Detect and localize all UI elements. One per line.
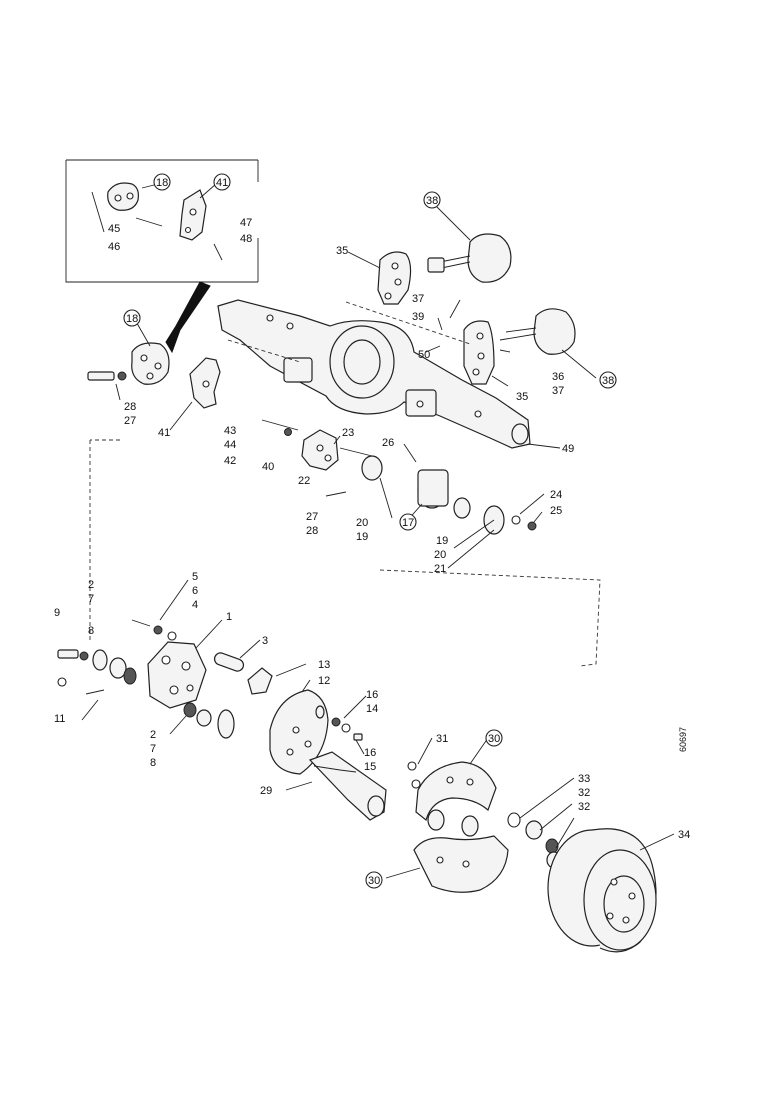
callout-1: 1	[226, 611, 232, 623]
guide-dashed-frame	[89, 439, 601, 667]
callout-38-top: 38	[426, 195, 438, 207]
callout-28-mid: 28	[306, 525, 318, 537]
callout-40: 40	[262, 461, 274, 473]
callout-7-bottom: 7	[150, 743, 156, 755]
callout-21-right: 21	[434, 563, 446, 575]
brake-drum	[547, 828, 657, 953]
inset-detail-box	[65, 159, 259, 283]
callout-9: 9	[54, 607, 60, 619]
callout-42: 42	[224, 455, 236, 467]
callout-2-bottom: 2	[150, 729, 156, 741]
inset-bracket-part	[107, 182, 139, 211]
right-bracket-plate	[463, 320, 495, 385]
inset-lever-part	[179, 189, 207, 241]
callout-41: 41	[158, 427, 170, 439]
small-fasteners	[131, 619, 177, 641]
brake-chamber-right	[499, 308, 576, 355]
callout-15: 15	[364, 761, 376, 773]
callout-35-right: 35	[516, 391, 528, 403]
top-bracket-plate	[377, 251, 412, 305]
part-reference-code: 60697	[678, 727, 688, 752]
callout-labels: 18 41 45 46 47 48 38 35 37 39 50 36 37 3…	[54, 177, 690, 887]
callout-20-right: 20	[434, 549, 446, 561]
callout-5: 5	[192, 571, 198, 583]
callout-39: 39	[412, 311, 424, 323]
callout-24: 24	[550, 489, 562, 501]
callout-35-top: 35	[336, 245, 348, 257]
callout-36: 36	[552, 371, 564, 383]
callout-17: 17	[402, 517, 414, 529]
dust-shield	[269, 689, 329, 775]
callout-4: 4	[192, 599, 198, 611]
callout-16-top: 16	[366, 689, 378, 701]
camshaft-bracket	[261, 419, 373, 471]
callout-44: 44	[224, 439, 236, 451]
axle-housing	[217, 299, 531, 449]
callout-8-bottom: 8	[150, 757, 156, 769]
callout-8-top: 8	[88, 625, 94, 637]
callout-12: 12	[318, 675, 330, 687]
brake-shoe-upper	[415, 761, 497, 837]
callout-47: 47	[240, 217, 252, 229]
bushing-assembly	[325, 455, 537, 535]
callout-33: 33	[578, 773, 590, 785]
callout-22: 22	[298, 475, 310, 487]
leader-lines	[81, 183, 675, 879]
callout-30-bottom: 30	[368, 875, 380, 887]
callout-37-a: 37	[412, 293, 424, 305]
guide-dashed-axle	[227, 301, 471, 363]
shield-bolts	[331, 717, 363, 741]
callout-14: 14	[366, 703, 378, 715]
callout-11: 11	[54, 713, 65, 725]
roller-part	[247, 667, 273, 695]
callout-49: 49	[562, 443, 574, 455]
callout-41-inset: 41	[216, 177, 228, 189]
callout-38-right: 38	[602, 375, 614, 387]
inset-pointer-arrow	[165, 281, 211, 354]
callout-46: 46	[108, 241, 120, 253]
callout-18-inset: 18	[156, 177, 168, 189]
callout-25: 25	[550, 505, 562, 517]
callout-26: 26	[382, 437, 394, 449]
callout-13: 13	[318, 659, 330, 671]
callout-20-mid: 20	[356, 517, 368, 529]
callout-23: 23	[342, 427, 354, 439]
callout-48: 48	[240, 233, 252, 245]
brake-camshaft	[308, 751, 387, 821]
callout-16-bottom: 16	[364, 747, 376, 759]
callout-18: 18	[126, 313, 138, 325]
callout-2-top: 2	[88, 579, 94, 591]
callout-27-left: 27	[124, 415, 136, 427]
callout-19-right: 19	[436, 535, 448, 547]
callout-29: 29	[260, 785, 272, 797]
brake-anchor-plate	[147, 641, 207, 709]
callout-27-mid: 27	[306, 511, 318, 523]
callout-3: 3	[262, 635, 268, 647]
lower-washer-stack	[183, 702, 235, 739]
callout-37-b: 37	[552, 385, 564, 397]
callout-circles	[123, 173, 617, 889]
left-washer-stack	[57, 649, 137, 695]
callout-32-b: 32	[578, 801, 590, 813]
callout-45: 45	[108, 223, 120, 235]
left-bracket-part	[87, 342, 170, 385]
callout-28-left: 28	[124, 401, 136, 413]
callout-7-top: 7	[88, 593, 94, 605]
anchor-pin	[213, 652, 245, 672]
brake-chamber-top	[427, 233, 512, 283]
callout-31: 31	[436, 733, 448, 745]
callout-43: 43	[224, 425, 236, 437]
callout-19-mid: 19	[356, 531, 368, 543]
callout-50: 50	[418, 349, 430, 361]
brake-shoe-lower	[413, 835, 509, 893]
callout-30-top: 30	[488, 733, 500, 745]
callout-32-a: 32	[578, 787, 590, 799]
callout-6: 6	[192, 585, 198, 597]
slack-adjuster-lever	[189, 357, 221, 409]
callout-34: 34	[678, 829, 690, 841]
